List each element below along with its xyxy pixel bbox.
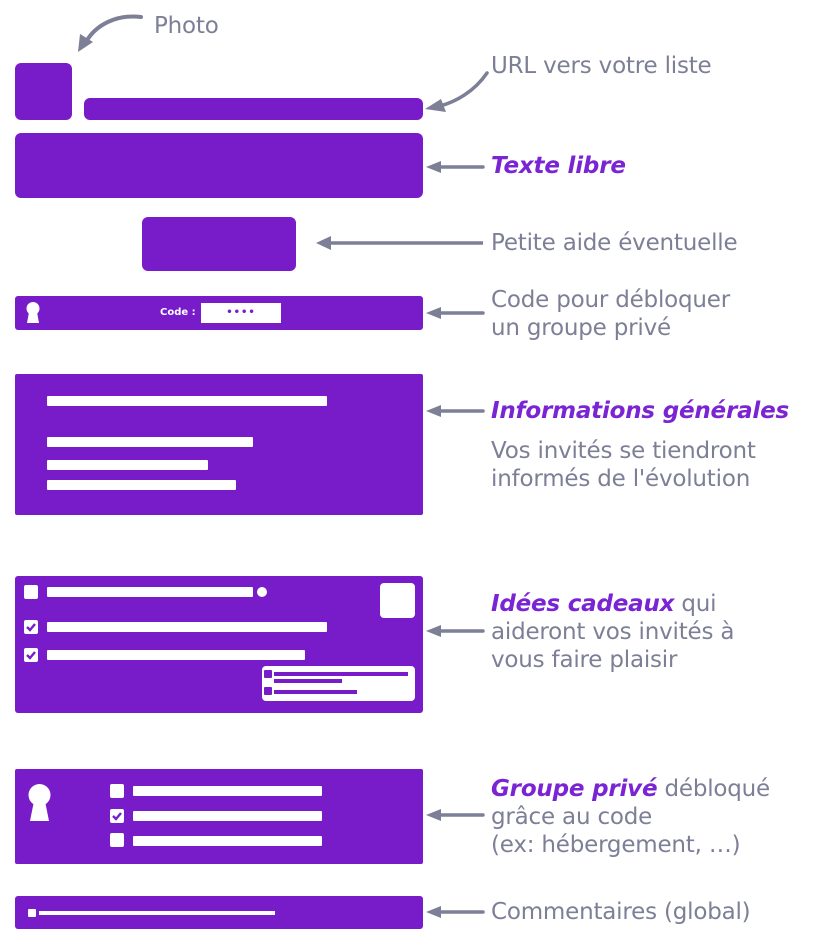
annotation-gifts-line1: Idées cadeaux qui (491, 590, 717, 618)
popup-line (274, 690, 357, 694)
text-line (47, 460, 208, 470)
annotation-private-title: Groupe privé (491, 776, 658, 802)
private-checkbox-checked (110, 809, 124, 823)
annotation-gifts-line2: aideront vos invités à (491, 619, 735, 645)
text-line (47, 437, 253, 447)
private-checkbox (110, 833, 124, 847)
popup-square (264, 687, 272, 695)
private-line (133, 786, 322, 796)
annotation-private-suffix: débloqué (657, 776, 771, 802)
arrow-help (316, 236, 483, 250)
code-input: •••• (201, 303, 281, 323)
arrow-info (426, 405, 485, 417)
private-line (133, 811, 322, 821)
annotation-info-line1: Vos invités se tiendront (491, 438, 756, 464)
gift-line (47, 622, 327, 632)
text-line (47, 480, 236, 490)
annotation-comments: Commentaires (global) (491, 899, 751, 925)
private-checkbox (110, 784, 124, 798)
check-icon (112, 812, 122, 821)
gifts-block (15, 576, 423, 713)
annotation-code-line1: Code pour débloquer (491, 287, 731, 313)
popup-line (274, 679, 342, 683)
gift-dot (257, 587, 267, 597)
photo-placeholder (15, 63, 72, 120)
comment-square (28, 909, 36, 917)
gift-checkbox-checked (24, 648, 38, 662)
gift-image (380, 583, 415, 618)
arrow-photo (84, 14, 143, 44)
gift-checkbox-checked (24, 620, 38, 634)
keyhole-icon (26, 302, 40, 323)
comment-line (39, 911, 275, 915)
annotation-gifts-title: Idées cadeaux (491, 591, 675, 617)
help-block (142, 217, 296, 271)
arrow-free-text (426, 161, 485, 173)
url-field (84, 98, 423, 120)
keyhole-icon (28, 784, 51, 821)
code-bar: Code : •••• (15, 296, 423, 330)
private-group-block (15, 769, 423, 864)
check-icon (26, 623, 36, 632)
annotation-code-line2: un groupe privé (491, 315, 671, 341)
annotation-private-line3: (ex: hébergement, …) (491, 832, 741, 858)
info-block (15, 374, 423, 515)
free-text-block (15, 133, 423, 198)
gift-detail-popup (262, 666, 415, 701)
popup-line (274, 672, 408, 676)
annotation-help: Petite aide éventuelle (491, 230, 738, 256)
code-label: Code : (160, 307, 196, 318)
annotation-gifts-suffix: qui (674, 591, 717, 617)
popup-square (264, 670, 272, 678)
annotation-private-line2: grâce au code (491, 804, 653, 830)
arrow-comments (426, 906, 485, 918)
annotation-url: URL vers votre liste (491, 53, 712, 79)
arrow-code (426, 307, 485, 319)
annotation-info-title: Informations générales (491, 398, 789, 424)
gift-line (47, 650, 305, 660)
arrow-gifts (426, 625, 485, 637)
private-line (133, 836, 322, 846)
annotation-free-text: Texte libre (491, 153, 626, 179)
annotation-info-line2: informés de l'évolution (491, 466, 751, 492)
annotation-private-line1: Groupe privé débloqué (491, 775, 770, 803)
check-icon (26, 651, 36, 660)
comments-block (15, 896, 423, 929)
text-line (47, 396, 327, 406)
arrow-private (426, 809, 485, 821)
gift-line (47, 587, 253, 597)
gift-checkbox (24, 585, 38, 599)
annotation-photo: Photo (154, 13, 219, 39)
arrow-url (438, 71, 489, 108)
annotation-gifts-line3: vous faire plaisir (491, 647, 678, 673)
